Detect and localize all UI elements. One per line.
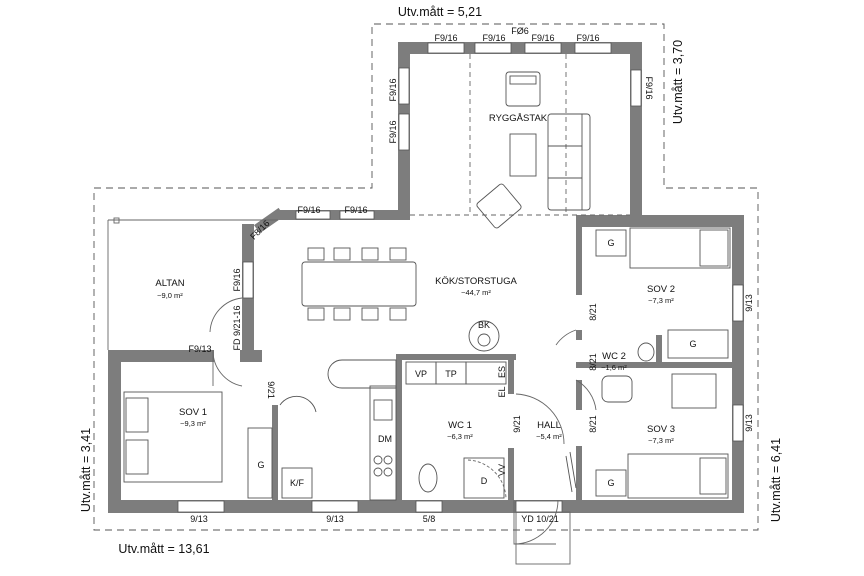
fixture-g: G bbox=[689, 339, 696, 349]
room-wc2-name: WC 2 bbox=[602, 351, 626, 362]
door-labels: 9/21 9/21 8/21 8/21 8/21 bbox=[266, 303, 598, 433]
dimension-labels: Utv.mått = 5,21 FØ6 Utv.mått = 3,70 Utv.… bbox=[79, 5, 783, 556]
room-wc2-area: ~1,6 m² bbox=[601, 363, 627, 372]
sunroom-lines bbox=[410, 54, 630, 216]
window-label: 5/8 bbox=[423, 514, 436, 524]
window-label: F9/16 bbox=[388, 120, 398, 143]
room-ryggastak: RYGGÅSTAK bbox=[489, 113, 548, 124]
dim-bottom: Utv.mått = 13,61 bbox=[118, 542, 209, 556]
door-label: 8/21 bbox=[588, 353, 598, 371]
window-label: F9/16 bbox=[576, 33, 599, 43]
door-label-fd: FD 9/21-16 bbox=[232, 305, 242, 350]
room-hall-name: HALL bbox=[537, 420, 561, 431]
window-label: 9/13 bbox=[326, 514, 344, 524]
room-sov2-name: SOV 2 bbox=[647, 284, 675, 295]
furniture bbox=[123, 71, 731, 501]
window-label: F9/13 bbox=[188, 344, 211, 354]
fixture-g: G bbox=[607, 238, 614, 248]
room-kok-area: ~44,7 m² bbox=[461, 288, 491, 297]
door-label: 8/21 bbox=[588, 303, 598, 321]
room-altan-area: ~9,0 m² bbox=[157, 291, 183, 300]
fixture-tp: TP bbox=[445, 369, 457, 379]
dim-right-lower: Utv.mått = 6,41 bbox=[769, 438, 783, 522]
window-gaps bbox=[177, 42, 744, 513]
window-label: F9/16 bbox=[344, 205, 367, 215]
fixture-labels: BK VP TP DM K/F G G G G D ES EL VV bbox=[257, 238, 696, 488]
dining-chairs bbox=[307, 247, 407, 321]
fixture-d: D bbox=[481, 476, 488, 486]
room-sov3-area: ~7,3 m² bbox=[648, 436, 674, 445]
room-labels: RYGGÅSTAK ALTAN ~9,0 m² KÖK/STORSTUGA ~4… bbox=[155, 113, 675, 445]
window-label: 9/13 bbox=[744, 294, 754, 312]
fixture-bk: BK bbox=[478, 320, 490, 330]
fixture-vp: VP bbox=[415, 369, 427, 379]
window-label: F9/16 bbox=[644, 76, 654, 99]
window-label: 9/13 bbox=[744, 414, 754, 432]
window-label: F9/16 bbox=[482, 33, 505, 43]
room-sov2-area: ~7,3 m² bbox=[648, 296, 674, 305]
fixture-vv: VV bbox=[497, 464, 507, 476]
room-kok-name: KÖK/STORSTUGA bbox=[435, 276, 517, 287]
entrance-door-label: YD 10/21 bbox=[521, 514, 559, 524]
dim-right-upper: Utv.mått = 3,70 bbox=[671, 40, 685, 124]
fixture-es: ES bbox=[497, 366, 507, 378]
fixture-el: EL bbox=[497, 386, 507, 397]
outline-dashed bbox=[93, 23, 759, 531]
room-wc1-name: WC 1 bbox=[448, 420, 472, 431]
window-label: 9/13 bbox=[190, 514, 208, 524]
fixture-g: G bbox=[607, 478, 614, 488]
door-swings bbox=[209, 297, 597, 565]
room-sov3-name: SOV 3 bbox=[647, 424, 675, 435]
dim-top-module: FØ6 bbox=[511, 26, 529, 36]
room-altan-name: ALTAN bbox=[155, 278, 184, 289]
door-label: 9/21 bbox=[512, 415, 522, 433]
window-label: F9/16 bbox=[232, 268, 242, 291]
fixture-g: G bbox=[257, 460, 264, 470]
fixture-kf: K/F bbox=[290, 478, 305, 488]
altan-outline bbox=[107, 217, 278, 350]
dim-top-width: Utv.mått = 5,21 bbox=[398, 5, 482, 19]
window-label: F9/16 bbox=[531, 33, 554, 43]
door-label: 8/21 bbox=[588, 415, 598, 433]
fixture-dm: DM bbox=[378, 434, 392, 444]
door-label: 9/21 bbox=[266, 381, 276, 399]
window-labels: F9/16 F9/16 F9/16 F9/16 F9/16 F9/16 F9/1… bbox=[188, 33, 754, 524]
window-label: F9/16 bbox=[388, 78, 398, 101]
room-sov1-area: ~9,3 m² bbox=[180, 419, 206, 428]
dim-left: Utv.mått = 3,41 bbox=[79, 428, 93, 512]
room-hall-area: ~5,4 m² bbox=[536, 432, 562, 441]
window-label: F9/16 bbox=[434, 33, 457, 43]
room-wc1-area: ~6,3 m² bbox=[447, 432, 473, 441]
window-label: F9/16 bbox=[297, 205, 320, 215]
room-sov1-name: SOV 1 bbox=[179, 407, 207, 418]
